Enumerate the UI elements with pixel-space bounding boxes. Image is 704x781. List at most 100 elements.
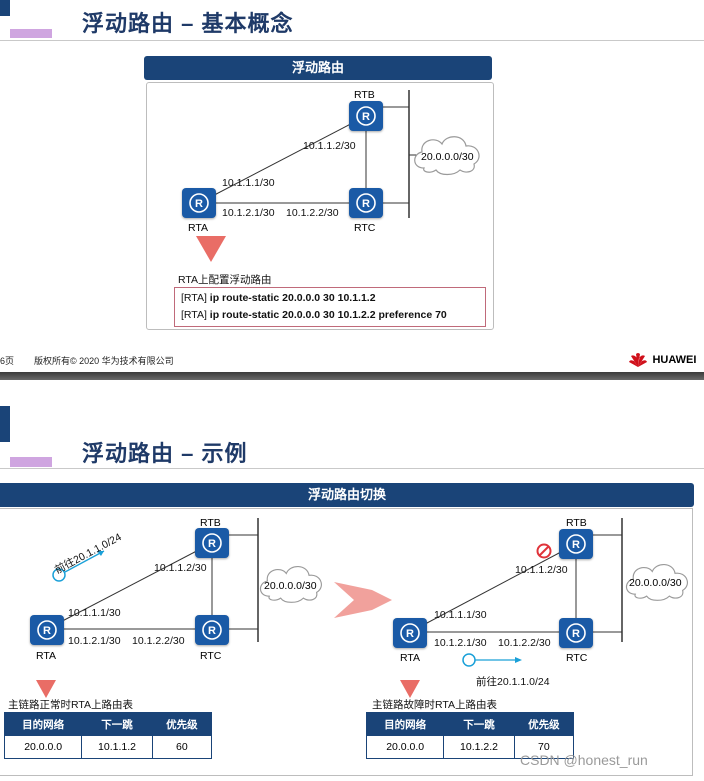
svg-text:R: R xyxy=(362,111,370,123)
slide-separator xyxy=(0,372,704,380)
svg-text:R: R xyxy=(572,539,580,551)
rta-ip1-right: 10.1.1.1/30 xyxy=(434,609,487,621)
router-rta-left: R xyxy=(30,615,64,645)
table-header-row: 目的网络 下一跳 优先级 xyxy=(365,712,575,736)
svg-text:R: R xyxy=(406,628,414,640)
slide-1: 浮动路由 – 基本概念 浮动路由 20.0.0.0/30 R RTB R RTA… xyxy=(0,0,704,380)
router-icon: R xyxy=(189,193,209,213)
router-rta-label: RTA xyxy=(188,222,209,234)
router-rtb-label: RTB xyxy=(354,89,375,101)
rta-ip1-label: 10.1.1.1/30 xyxy=(222,177,275,189)
router-icon: R xyxy=(202,533,222,553)
table-header: 优先级 xyxy=(513,712,575,736)
cloud-label-left: 20.0.0.0/30 xyxy=(264,580,317,592)
config-prefix: [RTA] xyxy=(181,309,207,321)
diagram-frame xyxy=(0,508,693,776)
router-icon: R xyxy=(400,623,420,643)
table-header: 目的网络 xyxy=(365,712,445,736)
header-accent-purple xyxy=(10,457,52,467)
rta-ip2-label: 10.1.2.1/30 xyxy=(222,207,275,219)
route-table-left: 目的网络 下一跳 优先级 20.0.0.0 10.1.1.2 60 xyxy=(3,712,213,759)
svg-text:R: R xyxy=(208,625,216,637)
rtc-ip-left: 10.1.2.2/30 xyxy=(132,635,185,647)
rtc-ip-right: 10.1.2.2/30 xyxy=(498,637,551,649)
router-icon: R xyxy=(356,106,376,126)
router-icon: R xyxy=(202,620,222,640)
svg-text:R: R xyxy=(362,198,370,210)
table-cell: 20.0.0.0 xyxy=(3,735,83,759)
router-icon: R xyxy=(566,534,586,554)
router-rtc: R xyxy=(349,188,383,218)
rtb-ip-right: 10.1.1.2/30 xyxy=(515,564,568,576)
router-icon: R xyxy=(37,620,57,640)
svg-text:R: R xyxy=(208,538,216,550)
router-rta-right: R xyxy=(393,618,427,648)
router-rtb-left-label: RTB xyxy=(200,517,221,529)
diagram-title-bar: 浮动路由 xyxy=(144,56,492,80)
config-prefix: [RTA] xyxy=(181,292,207,304)
watermark: CSDN @honest_run xyxy=(520,752,648,768)
router-icon: R xyxy=(566,623,586,643)
router-rta-right-label: RTA xyxy=(400,652,421,664)
table-header: 目的网络 xyxy=(3,712,83,736)
router-rta: R xyxy=(182,188,216,218)
svg-text:R: R xyxy=(572,628,580,640)
cloud-label-right: 20.0.0.0/30 xyxy=(629,577,682,589)
rta-ip2-right: 10.1.2.1/30 xyxy=(434,637,487,649)
router-rtc-left-label: RTC xyxy=(200,650,222,662)
cloud-icon xyxy=(625,564,688,601)
rtb-ip-label: 10.1.1.2/30 xyxy=(303,140,356,152)
route-table-right: 目的网络 下一跳 优先级 20.0.0.0 10.1.2.2 70 xyxy=(365,712,575,759)
rta-ip1-left: 10.1.1.1/30 xyxy=(68,607,121,619)
config-line-2: [RTA] ip route-static 20.0.0.0 30 10.1.2… xyxy=(181,309,447,321)
table-cell: 10.1.1.2 xyxy=(81,735,153,759)
table-header: 下一跳 xyxy=(81,712,153,736)
cloud-icon xyxy=(414,136,480,176)
svg-text:R: R xyxy=(195,198,203,210)
huawei-logo: HUAWEI xyxy=(628,351,704,367)
router-rtc-label: RTC xyxy=(354,222,376,234)
title-underline xyxy=(0,468,704,469)
cloud-icon xyxy=(259,566,322,603)
router-rtb-right: R xyxy=(559,529,593,559)
slide-title: 浮动路由 – 基本概念 xyxy=(82,11,294,36)
down-arrow-shape xyxy=(196,236,226,262)
table-cell: 60 xyxy=(151,735,213,759)
diagram-title-bar: 浮动路由切换 xyxy=(0,483,694,507)
router-rtc-right-label: RTC xyxy=(566,652,588,664)
router-rtb-left: R xyxy=(195,528,229,558)
table-cell: 10.1.2.2 xyxy=(443,735,515,759)
router-rtb-right-label: RTB xyxy=(566,517,587,529)
svg-text:R: R xyxy=(43,625,51,637)
slide-2: 浮动路由 – 示例 浮动路由切换 20.0.0.0/3 xyxy=(0,380,704,781)
title-underline xyxy=(0,40,704,41)
config-command: ip route-static 20.0.0.0 30 10.1.2.2 pre… xyxy=(209,309,447,321)
table-caption-right: 主链路故障时RTA上路由表 xyxy=(372,699,498,711)
cloud-label: 20.0.0.0/30 xyxy=(421,151,474,163)
slide-title: 浮动路由 – 示例 xyxy=(82,441,248,466)
header-accent-purple xyxy=(10,29,52,38)
header-accent-dark xyxy=(0,406,10,442)
huawei-brand-text: HUAWEI xyxy=(652,353,697,366)
config-caption: RTA上配置浮动路由 xyxy=(178,274,272,286)
config-line-1: [RTA] ip route-static 20.0.0.0 30 10.1.1… xyxy=(181,292,376,304)
huawei-flower-icon xyxy=(629,352,647,367)
router-icon: R xyxy=(356,193,376,213)
config-command: ip route-static 20.0.0.0 30 10.1.1.2 xyxy=(209,292,376,304)
rta-ip2-left: 10.1.2.1/30 xyxy=(68,635,121,647)
table-header: 优先级 xyxy=(151,712,213,736)
rtb-ip-left: 10.1.1.2/30 xyxy=(154,562,207,574)
diagram-frame xyxy=(146,82,494,330)
table-header-row: 目的网络 下一跳 优先级 xyxy=(3,712,213,736)
table-row: 20.0.0.0 10.1.1.2 60 xyxy=(3,735,213,759)
dest-label-right: 前往20.1.1.0/24 xyxy=(476,676,550,688)
table-cell: 70 xyxy=(513,735,575,759)
table-header: 下一跳 xyxy=(443,712,515,736)
header-accent-dark xyxy=(0,0,10,16)
example-graphics xyxy=(36,518,623,698)
link-failure-icon xyxy=(536,543,552,559)
router-rtc-left: R xyxy=(195,615,229,645)
router-rta-left-label: RTA xyxy=(36,650,57,662)
router-rtb: R xyxy=(349,101,383,131)
config-box: [RTA] ip route-static 20.0.0.0 30 10.1.1… xyxy=(174,287,486,327)
